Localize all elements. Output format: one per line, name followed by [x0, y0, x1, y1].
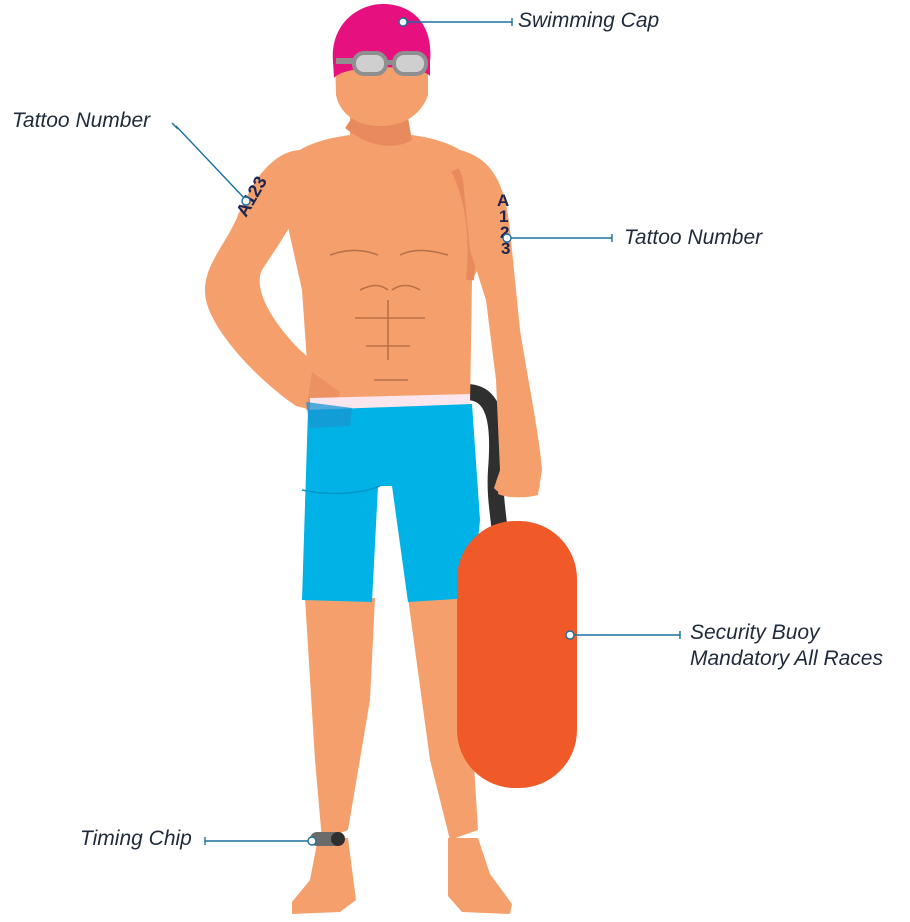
left-foot: [292, 838, 356, 914]
label-security-buoy-line1: Security Buoy: [690, 620, 883, 646]
swim-trunks: [302, 404, 480, 602]
label-security-buoy: Security Buoy Mandatory All Races: [690, 620, 883, 672]
security-buoy: [457, 521, 577, 788]
callout-line-tattoo-left: [176, 126, 246, 200]
label-tattoo-number-right: Tattoo Number: [624, 225, 762, 251]
left-leg: [305, 598, 375, 840]
right-foot: [448, 838, 512, 914]
label-timing-chip: Timing Chip: [80, 826, 192, 852]
label-swimming-cap: Swimming Cap: [518, 8, 659, 34]
label-security-buoy-line2: Mandatory All Races: [690, 646, 883, 672]
label-tattoo-number-left: Tattoo Number: [12, 108, 150, 134]
